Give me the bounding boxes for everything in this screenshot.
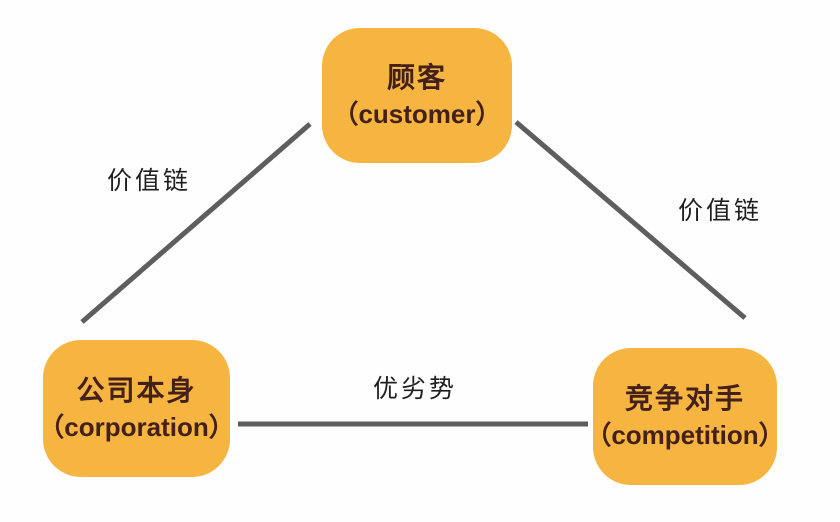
edge-label-strength-weakness: 优劣势: [372, 375, 458, 403]
edge-line-customer-competition: [514, 120, 747, 320]
node-corporation-label-en: （corporation）: [38, 411, 235, 442]
edge-line-corporation-customer: [80, 122, 312, 324]
edge-label-value-chain-right: 价值链: [677, 197, 763, 225]
node-competition-label-en: （competition）: [585, 419, 785, 450]
node-competition-label-cn: 竞争对手: [624, 383, 745, 415]
node-customer: 顾客 （customer）: [322, 28, 512, 163]
node-customer-label-cn: 顾客: [386, 62, 447, 94]
node-competition: 竞争对手 （competition）: [585, 348, 785, 485]
node-corporation-label-cn: 公司本身: [76, 375, 197, 407]
node-corporation: 公司本身 （corporation）: [38, 340, 235, 477]
edge-label-value-chain-left: 价值链: [106, 167, 192, 195]
node-customer-label-en: （customer）: [332, 98, 502, 129]
